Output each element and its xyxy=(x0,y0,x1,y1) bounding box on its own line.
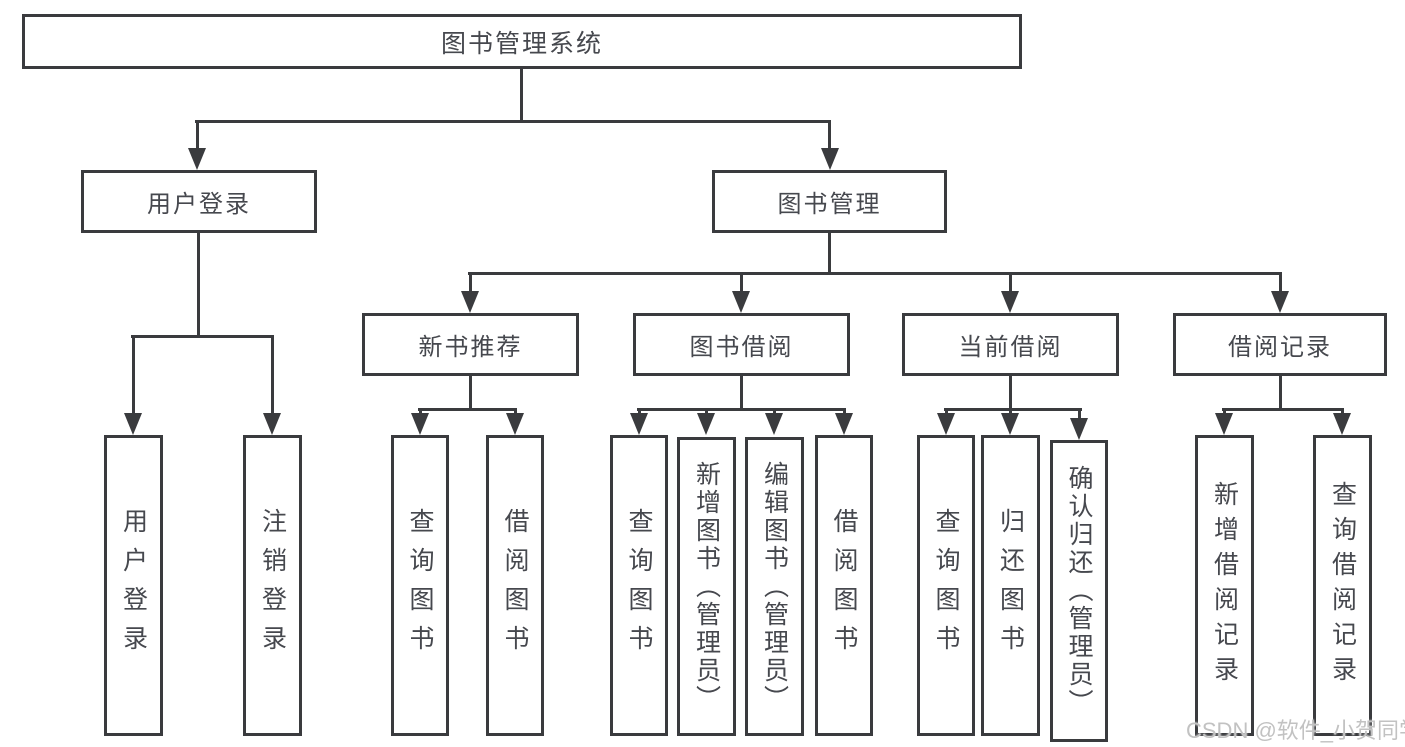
connector-drop-borrow-records xyxy=(1279,272,1282,294)
connector-book-management-stem xyxy=(828,233,831,275)
connector-drop xyxy=(945,408,948,417)
node-library-system: 图书管理系统 xyxy=(22,14,1022,69)
leaf-recommend-borrow-book: 借阅图书 xyxy=(486,435,544,736)
connector-book-management-split xyxy=(468,272,1282,275)
connector-drop xyxy=(638,408,641,417)
leaf-recommend-query-book: 查询图书 xyxy=(391,435,449,736)
connector-recommend-split xyxy=(418,408,517,411)
connector-drop xyxy=(705,408,708,417)
connector-borrow-stem xyxy=(740,376,743,411)
node-current-borrow: 当前借阅 xyxy=(902,313,1119,376)
leaf-logout-login: 注销登录 xyxy=(243,435,302,736)
arrow-down-icon xyxy=(1215,413,1233,435)
arrow-down-icon xyxy=(263,413,281,435)
connector-drop-user-login xyxy=(196,120,199,150)
connector-root-stem xyxy=(520,69,523,123)
node-user-login: 用户登录 xyxy=(81,170,317,233)
leaf-borrow-query-book: 查询图书 xyxy=(610,435,668,736)
connector-drop xyxy=(419,408,422,417)
arrow-down-icon xyxy=(124,413,142,435)
connector-user-login-split xyxy=(131,335,274,338)
arrow-down-icon xyxy=(937,413,955,435)
node-book-borrow: 图书借阅 xyxy=(633,313,850,376)
connector-drop xyxy=(1341,408,1344,417)
leaf-current-return-book: 归还图书 xyxy=(981,435,1040,736)
node-borrow-records: 借阅记录 xyxy=(1173,313,1387,376)
arrow-down-icon xyxy=(732,291,750,313)
arrow-down-icon xyxy=(1271,291,1289,313)
csdn-watermark: CSDN @软件_小贺同学 xyxy=(1186,718,1405,743)
arrow-down-icon xyxy=(630,413,648,435)
leaf-borrow-add-book-admin: 新增图书（管理员） xyxy=(677,437,736,736)
connector-drop-leaf-logout xyxy=(271,335,274,415)
connector-drop-book-management xyxy=(828,120,831,150)
connector-drop xyxy=(1078,408,1081,421)
connector-recommend-stem xyxy=(469,376,472,411)
connector-drop xyxy=(1223,408,1226,417)
arrow-down-icon xyxy=(506,413,524,435)
connector-records-stem xyxy=(1279,376,1282,411)
arrow-down-icon xyxy=(188,148,206,170)
arrow-down-icon xyxy=(821,148,839,170)
leaf-current-confirm-return-admin: 确认归还（管理员） xyxy=(1050,440,1108,742)
arrow-down-icon xyxy=(1001,413,1019,435)
connector-drop-current-borrow xyxy=(1009,272,1012,294)
node-book-management: 图书管理 xyxy=(712,170,947,233)
arrow-down-icon xyxy=(1333,413,1351,435)
node-new-book-recommend: 新书推荐 xyxy=(362,313,579,376)
arrow-down-icon xyxy=(697,413,715,435)
leaf-records-add-record: 新增借阅记录 xyxy=(1195,435,1254,736)
connector-current-split xyxy=(944,408,1082,411)
arrow-down-icon xyxy=(835,413,853,435)
leaf-current-query-book: 查询图书 xyxy=(917,435,975,736)
connector-drop xyxy=(843,408,846,417)
connector-records-split xyxy=(1222,408,1344,411)
connector-drop xyxy=(1009,408,1012,417)
connector-drop-book-borrow xyxy=(740,272,743,294)
connector-borrow-split xyxy=(637,408,846,411)
leaf-records-query-record: 查询借阅记录 xyxy=(1313,435,1372,736)
connector-drop-new-book-recommend xyxy=(469,272,472,294)
leaf-user-login: 用户登录 xyxy=(104,435,163,736)
connector-user-login-stem xyxy=(197,233,200,338)
arrow-down-icon xyxy=(1001,291,1019,313)
leaf-borrow-edit-book-admin: 编辑图书（管理员） xyxy=(745,437,804,736)
arrow-down-icon xyxy=(765,413,783,435)
arrow-down-icon xyxy=(411,413,429,435)
leaf-borrow-borrow-book: 借阅图书 xyxy=(815,435,873,736)
connector-drop-leaf-user-login xyxy=(132,335,135,415)
connector-root-split xyxy=(195,120,831,123)
arrow-down-icon xyxy=(461,291,479,313)
connector-drop xyxy=(773,408,776,417)
connector-current-stem xyxy=(1009,376,1012,411)
arrow-down-icon xyxy=(1070,418,1088,440)
connector-drop xyxy=(514,408,517,417)
